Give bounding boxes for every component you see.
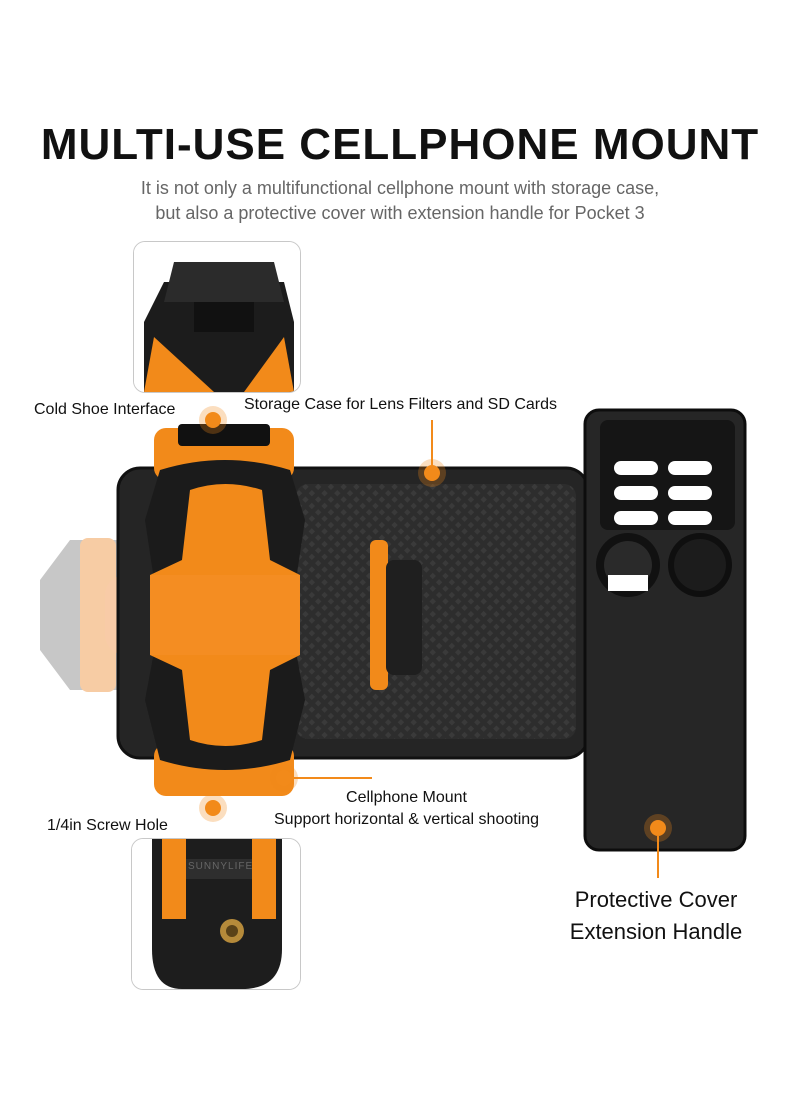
callout-line-cellphone — [292, 777, 372, 779]
inset-cold-shoe — [133, 241, 301, 393]
phone-clamp-vertical — [145, 424, 305, 796]
label-protective-line1: Protective Cover — [574, 887, 738, 912]
callout-line-storage — [431, 420, 433, 466]
label-cellphone-line2: Support horizontal & vertical shooting — [274, 811, 540, 828]
callout-dot-cold-shoe — [205, 412, 221, 428]
page-subtitle: It is not only a multifunctional cellpho… — [0, 176, 800, 226]
inset-screw-hole: SUNNYLIFE — [131, 838, 301, 990]
brand-mark: SUNNYLIFE — [188, 861, 254, 872]
callout-dot-protective — [650, 820, 666, 836]
center-clip — [370, 540, 388, 690]
label-cold-shoe: Cold Shoe Interface — [34, 401, 176, 418]
callout-dot-cellphone — [276, 770, 292, 786]
textured-surface — [296, 484, 576, 739]
label-cellphone-line1: Cellphone Mount — [346, 789, 467, 806]
label-cellphone-mount: Cellphone Mount Support horizontal & ver… — [274, 787, 539, 831]
page-title: MULTI-USE CELLPHONE MOUNT — [40, 120, 760, 169]
label-protective-cover: Protective Cover Extension Handle — [556, 884, 756, 948]
cold-shoe-closeup — [134, 242, 300, 392]
screw-hole-closeup — [132, 839, 300, 989]
label-protective-line2: Extension Handle — [569, 919, 743, 944]
label-screw-hole: 1/4in Screw Hole — [47, 817, 168, 834]
callout-dot-storage — [424, 465, 440, 481]
subtitle-line-2: but also a protective cover with extensi… — [155, 203, 645, 223]
callout-dot-screw — [205, 800, 221, 816]
subtitle-line-1: It is not only a multifunctional cellpho… — [140, 178, 660, 198]
label-storage-case: Storage Case for Lens Filters and SD Car… — [244, 396, 558, 413]
callout-line-protective — [657, 836, 659, 878]
protective-cover — [583, 408, 747, 852]
